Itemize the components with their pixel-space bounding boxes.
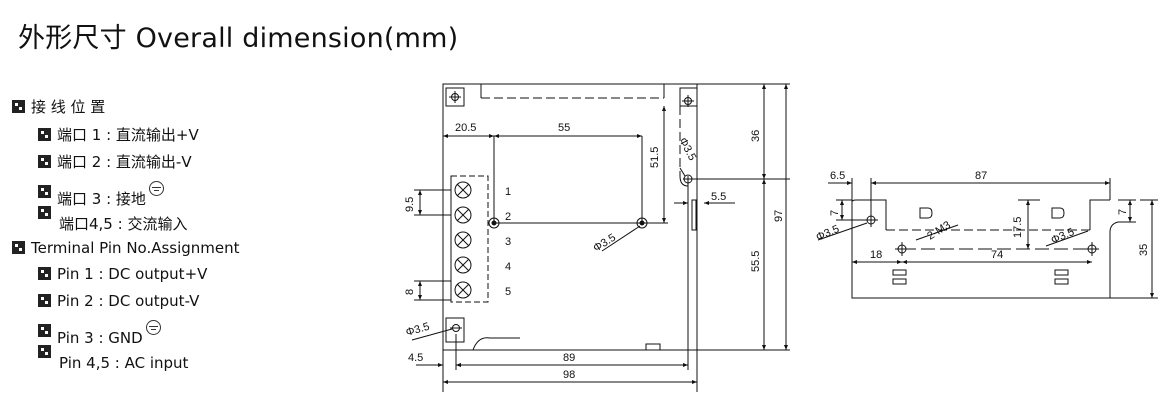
bullet-icon xyxy=(38,324,51,337)
dim-98: 98 xyxy=(563,369,575,381)
screw-spec: 2-M3 xyxy=(925,219,953,242)
dim-89: 89 xyxy=(563,352,575,364)
slot-symbol-right xyxy=(1051,207,1065,219)
bullet-icon xyxy=(38,128,51,141)
separator: : xyxy=(93,292,109,310)
dim-87: 87 xyxy=(975,170,987,182)
cn-pin-desc: 直流输出+V xyxy=(115,126,199,144)
side-view-labels: 6.5 87 7 17.5 7 35 18 74 2-M3 Φ3.5 Φ3.5 xyxy=(814,170,1150,261)
en-pin-row: Pin 4,5 : AC input xyxy=(38,345,188,372)
bullet-icon xyxy=(12,100,25,113)
dim-18: 18 xyxy=(870,249,882,261)
vent-slot xyxy=(892,278,907,285)
cn-pin-port: 端口 3 xyxy=(57,190,102,208)
separator: : xyxy=(110,354,125,372)
separator: : xyxy=(112,215,128,233)
dim-97: 97 xyxy=(773,210,785,222)
ground-symbol-icon xyxy=(145,320,161,335)
cn-pin-row: 端口4,5 : 交流输入 xyxy=(38,206,187,233)
terminal-number-4: 4 xyxy=(505,261,511,273)
dim-36: 36 xyxy=(750,130,762,142)
bullet-icon xyxy=(38,185,51,198)
vent-slot xyxy=(1054,269,1069,276)
cn-header-row: 接 线 位 置 xyxy=(12,98,105,116)
cn-pin-row: 端口 3 : 接地 xyxy=(38,181,164,208)
side-hole-dim-right: Φ3.5 xyxy=(1049,226,1076,247)
dim-8: 8 xyxy=(404,289,416,295)
dim-51-5: 51.5 xyxy=(649,147,661,168)
cn-pin-port: 端口 2 xyxy=(57,153,102,171)
dim-55: 55 xyxy=(558,122,570,134)
mount-box-bottom-left xyxy=(445,317,465,343)
en-pin-port: Pin 4,5 xyxy=(59,354,111,372)
cn-pin-port: 端口4,5 xyxy=(59,215,113,233)
terminal-number-3: 3 xyxy=(505,236,511,248)
cn-pin-port: 端口 1 xyxy=(57,126,102,144)
en-pin-desc: DC output+V xyxy=(108,265,208,283)
hole-dim-center: Φ3.5 xyxy=(591,232,618,255)
vent-slot xyxy=(892,269,907,276)
cn-pin-row: 端口 2 : 直流输出-V xyxy=(38,153,192,171)
dim-55-5: 55.5 xyxy=(750,251,762,272)
bullet-icon xyxy=(38,345,51,358)
dim-20-5: 20.5 xyxy=(455,122,476,134)
bullet-icon xyxy=(12,241,25,254)
dim-35: 35 xyxy=(1138,244,1150,256)
separator: : xyxy=(101,126,116,144)
terminal-screws xyxy=(454,181,472,299)
en-pin-row: Pin 1 : DC output+V xyxy=(38,265,207,283)
dim-9-5: 9.5 xyxy=(404,197,416,212)
separator: : xyxy=(101,153,116,171)
dim-6-5: 6.5 xyxy=(830,170,845,182)
dim-5-5: 5.5 xyxy=(711,191,726,203)
ground-symbol-icon xyxy=(148,181,164,196)
side-hole-dim-left: Φ3.5 xyxy=(814,223,841,244)
front-view xyxy=(411,83,790,392)
dim-74: 74 xyxy=(991,249,1003,261)
dim-17-5: 17.5 xyxy=(1012,217,1024,238)
side-slot xyxy=(691,199,697,231)
side-view xyxy=(817,178,1158,299)
bullet-icon xyxy=(38,294,51,307)
vent-slot xyxy=(1054,278,1069,285)
terminal-number-5: 5 xyxy=(505,286,511,298)
cn-pin-row: 端口 1 : 直流输出+V xyxy=(38,126,199,144)
cn-pin-desc: 交流输入 xyxy=(127,215,188,233)
page-title: 外形尺寸 Overall dimension(mm) xyxy=(18,23,459,54)
cn-header: 接 线 位 置 xyxy=(31,98,106,116)
dim-7-right: 7 xyxy=(1117,209,1129,215)
dim-7-left: 7 xyxy=(829,210,841,216)
en-pin-desc: GND xyxy=(108,329,143,347)
dim-4-5: 4.5 xyxy=(408,352,423,364)
terminal-number-1: 1 xyxy=(505,186,511,198)
bullet-icon xyxy=(38,267,51,280)
en-pin-port: Pin 2 xyxy=(57,292,94,310)
en-pin-row: Pin 3 : GND xyxy=(38,320,161,347)
terminal-number-2: 2 xyxy=(505,211,511,223)
en-pin-port: Pin 3 xyxy=(57,329,94,347)
cn-pin-desc: 直流输出-V xyxy=(115,153,192,171)
cn-pin-desc: 接地 xyxy=(115,190,146,208)
en-pin-port: Pin 1 xyxy=(57,265,94,283)
separator: : xyxy=(93,329,109,347)
en-header-row: Terminal Pin No.Assignment xyxy=(12,239,240,257)
en-header: Terminal Pin No.Assignment xyxy=(31,239,240,257)
en-pin-desc: AC input xyxy=(124,354,189,372)
separator: : xyxy=(101,190,116,208)
mount-box-top-left xyxy=(445,87,465,107)
bullet-icon xyxy=(38,155,51,168)
en-pin-desc: DC output-V xyxy=(108,292,200,310)
separator: : xyxy=(93,265,109,283)
en-pin-row: Pin 2 : DC output-V xyxy=(38,292,199,310)
slot-symbol-left xyxy=(919,207,933,219)
bullet-icon xyxy=(38,206,51,219)
side-outline xyxy=(851,202,1119,299)
